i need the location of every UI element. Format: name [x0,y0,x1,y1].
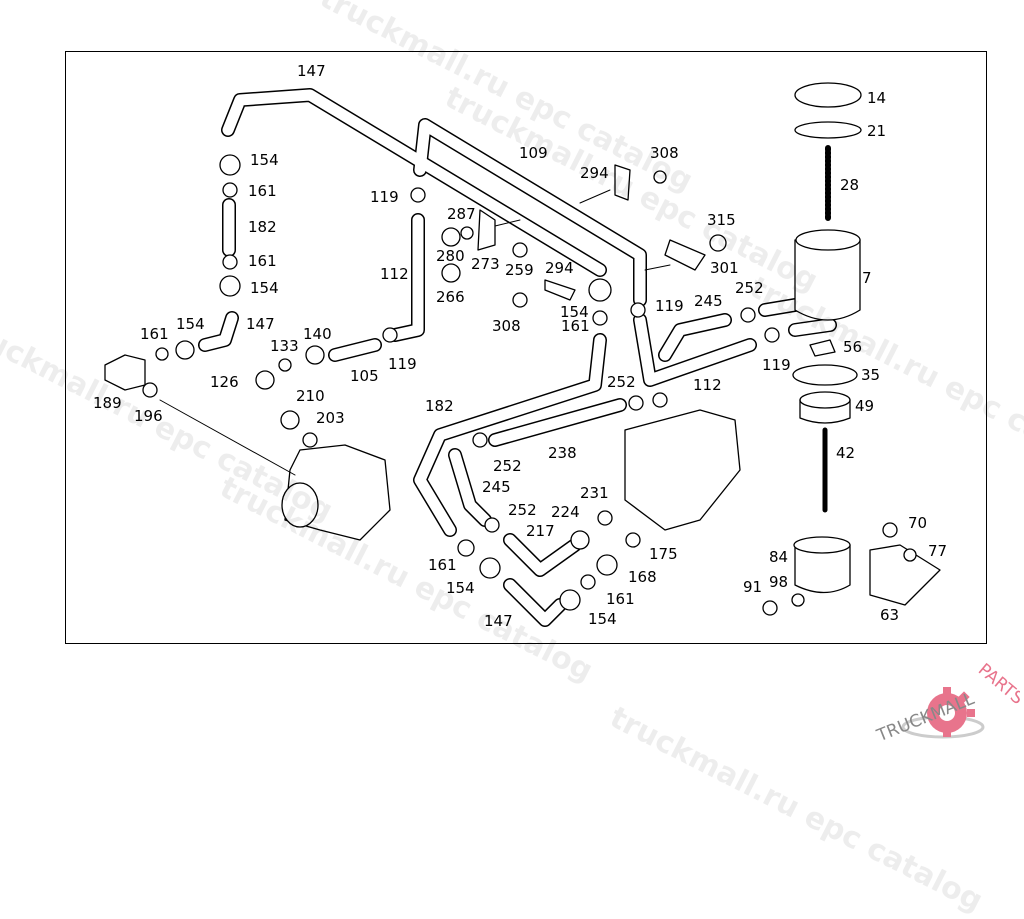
gasket-35 [792,364,858,386]
part-number-label: 147 [297,62,326,80]
part-number-label: 203 [316,409,345,427]
svg-text:PARTS: PARTS [974,660,1020,709]
part-number-label: 112 [693,376,722,394]
bracket-63 [869,544,941,606]
part-number-label: 315 [707,211,736,229]
part-number-label: 301 [710,259,739,277]
part-number-label: 252 [508,501,537,519]
part-number-label: 161 [561,317,590,335]
part-number-label: 161 [248,182,277,200]
part-number-label: 175 [649,545,678,563]
part-number-label: 294 [580,164,609,182]
part-number-label: 189 [93,394,122,412]
part-number-label: 308 [492,317,521,335]
part-number-label: 14 [867,89,887,107]
clip-56 [809,339,836,357]
part-number-label: 287 [447,205,476,223]
part-number-label: 182 [248,218,277,236]
parts-diagram-drawing [104,82,941,627]
part-number-label: 252 [493,457,522,475]
part-number-label: 109 [519,144,548,162]
clamp-84 [794,544,851,594]
part-number-label: 154 [250,279,279,297]
part-number-label: 280 [436,247,465,265]
part-number-label: 154 [588,610,617,628]
part-number-label: 196 [134,407,163,425]
part-number-label: 35 [861,366,881,384]
bracket-273 [477,209,496,251]
part-number-label: 91 [743,578,763,596]
part-number-label: 161 [606,590,635,608]
part-number-label: 161 [140,325,169,343]
part-number-label: 308 [650,144,679,162]
clip-294 [544,279,576,301]
part-number-label: 28 [840,176,860,194]
part-number-label: 42 [836,444,856,462]
part-number-label: 182 [425,397,454,415]
part-number-label: 147 [246,315,275,333]
part-number-label: 84 [769,548,789,566]
part-number-label: 126 [210,373,239,391]
filter-cap-14 [794,82,862,108]
part-number-label: 210 [296,387,325,405]
part-number-label: 252 [607,373,636,391]
clip-294-top [614,164,631,201]
part-number-label: 49 [855,397,875,415]
part-number-label: 231 [580,484,609,502]
part-number-label: 112 [380,265,409,283]
part-number-label: 77 [928,542,948,560]
leader-189 [159,399,296,476]
part-number-label: 119 [388,355,417,373]
part-number-label: 266 [436,288,465,306]
part-number-label: 133 [270,337,299,355]
part-number-label: 7 [862,269,872,287]
seal-ring-21 [794,121,862,139]
part-number-label: 140 [303,325,332,343]
part-number-label: 70 [908,514,928,532]
diagram-frame [65,51,987,644]
part-number-label: 147 [484,612,513,630]
logo-text-accent: PARTS [974,660,1020,709]
part-number-label: 119 [762,356,791,374]
part-number-label: 154 [560,303,589,321]
part-number-label: 294 [545,259,574,277]
plate-301 [664,239,706,271]
truckmallparts-logo: TRUCKMALL PARTS [873,660,1020,747]
part-number-label: 259 [505,261,534,279]
part-number-label: 161 [428,556,457,574]
part-number-label: 168 [628,568,657,586]
part-number-label: 273 [471,255,500,273]
part-number-label: 119 [655,297,684,315]
part-number-label: 154 [446,579,475,597]
part-number-label: 245 [694,292,723,310]
part-number-label: 119 [370,188,399,206]
filter-bowl-7 [794,239,861,321]
part-number-label: 238 [548,444,577,462]
part-number-label: 217 [526,522,555,540]
part-number-label: 245 [482,478,511,496]
part-number-label: 21 [867,122,887,140]
part-number-label: 63 [880,606,900,624]
part-number-label: 105 [350,367,379,385]
pump-175 [624,409,741,531]
part-number-label: 224 [551,503,580,521]
part-number-label: 252 [735,279,764,297]
part-number-label: 56 [843,338,863,356]
part-number-label: 161 [248,252,277,270]
part-number-label: 154 [176,315,205,333]
part-number-label: 154 [250,151,279,169]
part-number-label: 98 [769,573,789,591]
